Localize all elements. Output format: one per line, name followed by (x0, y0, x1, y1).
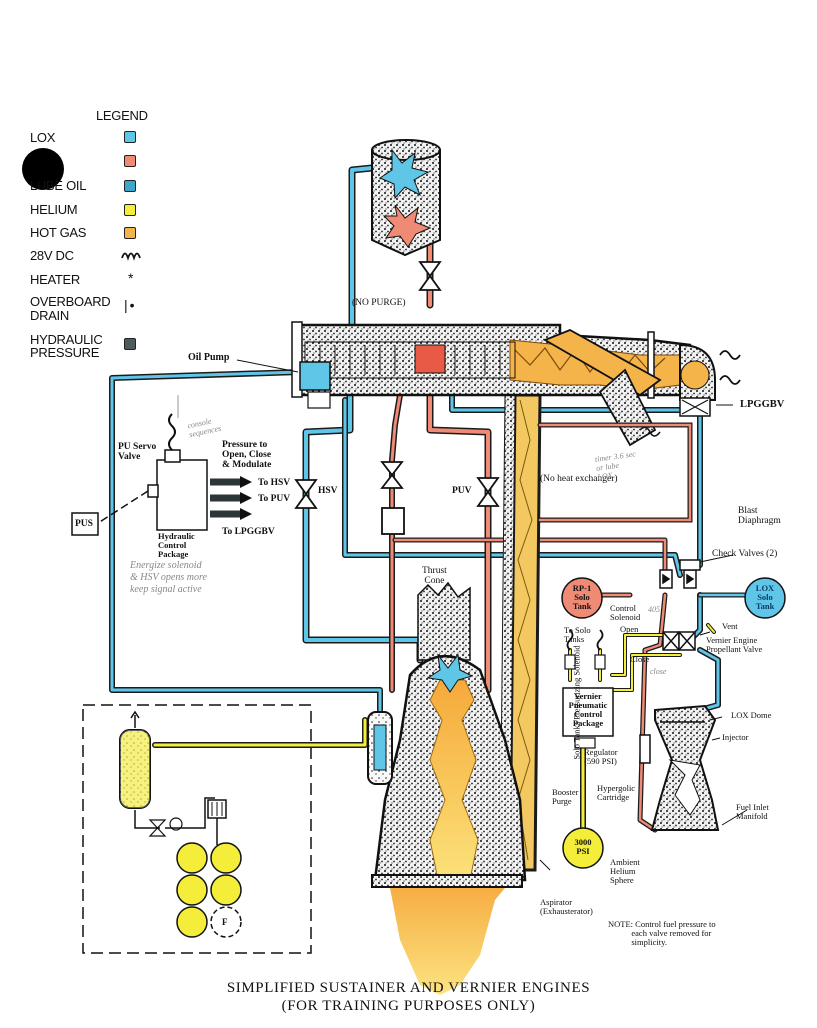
pus-box (71, 512, 99, 536)
label-pus: PUS (75, 519, 93, 529)
tank-valve (418, 261, 442, 291)
label-hypergolic-cartridge: Hypergolic Cartridge (597, 783, 636, 802)
label-thrust-cone: Thrust Cone (422, 566, 447, 586)
label-lpggbv: LPGGBV (740, 399, 785, 410)
hsv-valve (294, 479, 318, 509)
label-check-valves: Check Valves (2) (712, 549, 778, 559)
oil-pump (299, 361, 331, 409)
legend-label-overboard-drain: OVERBOARD DRAIN (30, 294, 111, 323)
heat-lines (537, 422, 693, 523)
asterisk-icon: * (128, 270, 134, 286)
label-helium-bottle-f: F (222, 917, 228, 927)
label-hydraulic-control-package: Hydraulic Control Package (158, 531, 195, 559)
label-ambient-helium-sphere: Ambient Helium Sphere (610, 857, 640, 885)
check-valves (659, 559, 701, 589)
legend-swatch-helium (124, 204, 136, 216)
label-to-hsv: To HSV (258, 478, 291, 488)
handwritten-reg-note: 405 (648, 605, 660, 614)
puv-valve (476, 477, 500, 507)
label-hsv: HSV (318, 486, 338, 496)
caption-line-2: (FOR TRAINING PURPOSES ONLY) (281, 998, 536, 1014)
rp1-branch-valve (380, 461, 405, 535)
label-to-puv: To PUV (258, 494, 291, 504)
vernier-propellant-valve (662, 631, 696, 651)
label-to-lpggbv: To LPGGBV (222, 527, 275, 537)
label-close: Close (630, 654, 650, 664)
label-no-heat-exchanger: (No heat exchanger) (540, 474, 618, 484)
handwritten-close-note: close (650, 667, 667, 676)
handwritten-timer-note: timer 3.6 sec or lube LOX (594, 449, 637, 482)
helium-bottle-group (82, 704, 312, 954)
label-oil-pump: Oil Pump (188, 352, 230, 363)
legend-label-lox: LOX (30, 130, 56, 145)
thrust-chamber (371, 581, 527, 995)
label-injector: Injector (722, 732, 749, 742)
helium-sphere (562, 827, 604, 869)
label-vernier-engine-propellant-valve: Vernier Engine Propellant Valve (706, 635, 763, 654)
gas-generator-bottle (367, 711, 393, 785)
label-fuel-inlet-manifold: Fuel Inlet Manifold (736, 802, 769, 821)
label-vent: Vent (722, 621, 738, 631)
label-blast-diaphragm: Blast Diaphragm (738, 506, 781, 526)
label-no-purge: (NO PURGE) (352, 298, 406, 308)
label-3000-psi: 3000 PSI (574, 837, 592, 856)
rp1-solo-tank (561, 577, 603, 619)
lube-oil-lines (109, 164, 748, 713)
hydraulic-control-package (94, 395, 252, 531)
coil-icon (121, 252, 141, 261)
leader-lines (236, 359, 748, 871)
legend-label-hot-gas: HOT GAS (30, 225, 87, 240)
label-aspirator: Aspirator (Exhausterator) (540, 897, 593, 916)
vernier-engine (650, 704, 720, 831)
legend-label-hydraulic: HYDRAULIC PRESSURE (30, 332, 103, 360)
label-lox-solo-tank: LOX Solo Tank (755, 583, 775, 611)
label-vernier-pneumatic-control-package: Vernier Pneumatic Control Package (568, 691, 608, 728)
label-puv: PUV (452, 486, 472, 496)
label-regulator: Regulator (590 PSI) (584, 747, 618, 766)
lox-tank (371, 139, 441, 257)
label-lox-dome: LOX Dome (731, 710, 772, 720)
label-booster-purge: Booster Purge (552, 787, 579, 806)
legend-blot (22, 148, 64, 190)
legend-swatch-lube-oil (124, 180, 136, 192)
helium-lines (152, 623, 716, 833)
legend-swatch-lox (124, 131, 136, 143)
drain-icon: |• (124, 297, 137, 313)
label-note: NOTE: Control fuel pressure to each valv… (608, 919, 716, 947)
label-rp1-solo-tank: RP-1 Solo Tank (572, 583, 592, 611)
legend-swatch-hydraulic (124, 338, 136, 350)
legend-label-28v-dc: 28V DC (30, 248, 74, 263)
label-control-solenoid: Control Solenoid (610, 603, 641, 622)
vernier-pneumatic-control-package (562, 629, 651, 764)
handwritten-valve-note: Energize solenoid & HSV opens more keep … (130, 560, 207, 595)
label-open: Open (620, 624, 639, 634)
legend-label-lube-oil: LUBE OIL (30, 178, 87, 193)
label-to-solo-tanks: To Solo Tanks (564, 625, 591, 644)
caption-line-1: SIMPLIFIED SUSTAINER AND VERNIER ENGINES (226, 980, 591, 996)
legend-label-heater: HEATER (30, 272, 80, 287)
label-pu-servo-valve: PU Servo Valve (118, 442, 157, 462)
legend-swatch-hot-gas (124, 227, 136, 239)
legend-title: LEGEND (96, 108, 148, 123)
lox-solo-tank (744, 577, 786, 619)
legend-swatch-rp1 (124, 155, 136, 167)
label-pressure-to: Pressure to Open, Close & Modulate (222, 440, 272, 470)
lpggbv-elbow (679, 343, 741, 417)
legend-label-helium: HELIUM (30, 202, 78, 217)
